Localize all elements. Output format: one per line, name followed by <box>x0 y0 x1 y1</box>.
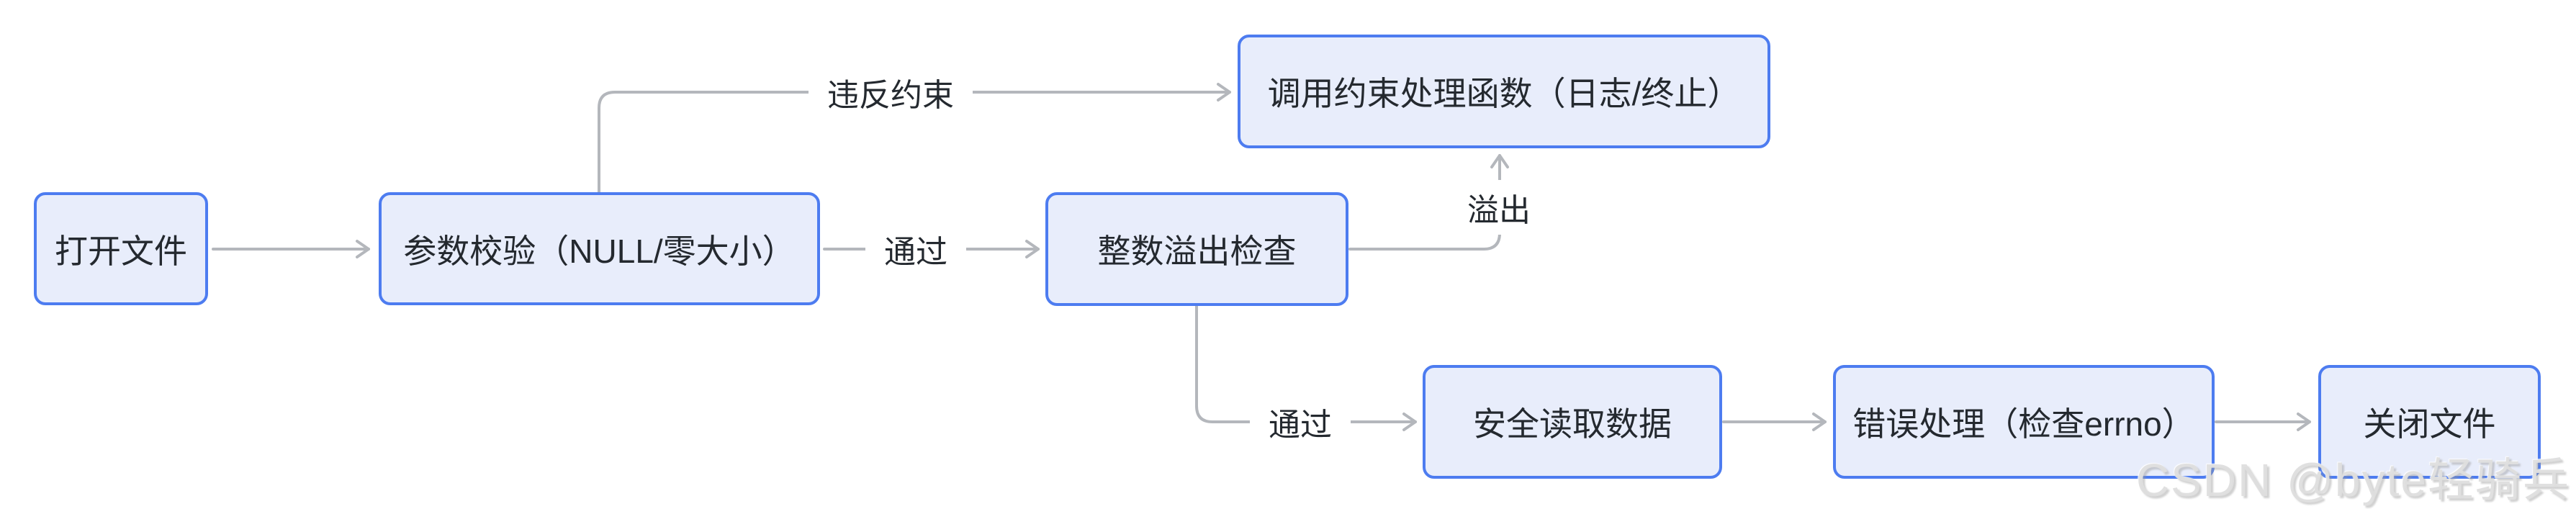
node-constraint-handler: 调用约束处理函数（日志/终止） <box>1238 35 1770 148</box>
node-overflow-check: 整数溢出检查 <box>1045 192 1348 306</box>
csdn-watermark: CSDN @byte轻骑兵 <box>2135 454 2570 506</box>
node-error-handling: 错误处理（检查errno） <box>1833 365 2215 479</box>
node-close-file: 关闭文件 <box>2318 365 2541 479</box>
edge-label-overflow: 溢出 <box>1449 180 1549 235</box>
node-param-check: 参数校验（NULL/零大小） <box>379 192 820 305</box>
edge-label-pass-top: 通过 <box>865 222 966 276</box>
node-open-file: 打开文件 <box>34 192 208 305</box>
edge-label-violate-constraint: 违反约束 <box>809 65 973 120</box>
edge-label-pass-bottom: 通过 <box>1250 394 1351 449</box>
node-safe-read: 安全读取数据 <box>1423 365 1722 479</box>
